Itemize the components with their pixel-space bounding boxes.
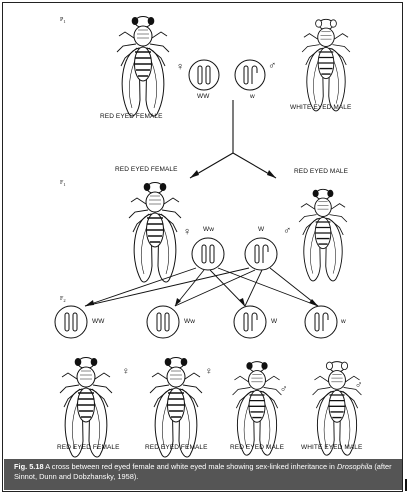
male-symbol: ♂ <box>355 380 363 391</box>
caption-species: Drosophila <box>336 462 373 471</box>
f2-label-3: RED EYED MALE <box>230 444 285 451</box>
f2-fly-4 <box>311 360 363 456</box>
p1-female-gamete-circle <box>188 59 220 91</box>
f2-genotype-2: Ww <box>184 318 196 325</box>
f2-zygote-3 <box>233 305 267 339</box>
f2-genotype-1: WW <box>92 318 105 325</box>
f1-male-genotype: W <box>258 226 265 233</box>
caption-text-2: (after Sinnot, Dunn and Dobzhansky, 1958… <box>14 462 392 481</box>
f2-genotype-4: w <box>341 318 346 325</box>
female-symbol: ♀ <box>176 61 185 73</box>
gen-label-f2: F2 <box>60 296 66 304</box>
f1-female-gamete-circle <box>191 237 225 271</box>
f1-female-fly <box>128 181 182 283</box>
gen-label-f1: F1 <box>60 180 66 188</box>
f2-fly-3 <box>231 360 283 456</box>
figure-caption: Fig. 5.18 A cross between red eyed femal… <box>4 459 402 490</box>
f2-zygote-1 <box>54 305 88 339</box>
male-symbol: ♂ <box>280 384 288 395</box>
f2-genotype-3: W <box>271 318 278 325</box>
p1-male-gamete-circle <box>234 59 266 91</box>
edge-mark <box>405 479 407 491</box>
p1-female-genotype: WW <box>197 93 210 100</box>
figure-frame <box>2 2 403 492</box>
female-symbol: ♀ <box>183 226 192 238</box>
f1-female-label: RED EYED FEMALE <box>115 166 178 173</box>
f2-cross-arrows <box>84 267 319 307</box>
female-symbol: ♀ <box>122 366 130 377</box>
f2-label-4: WHITE EYED MALE <box>301 444 363 451</box>
f2-zygote-4 <box>304 305 338 339</box>
p1-male-fly <box>301 18 351 112</box>
f1-male-gamete-circle <box>244 237 278 271</box>
f1-male-label: RED EYED MALE <box>294 168 349 175</box>
f2-label-1: RED EYED FEMALE <box>57 444 120 451</box>
f2-fly-2 <box>149 356 203 458</box>
f2-zygote-2 <box>146 305 180 339</box>
male-symbol: ♂ <box>268 60 277 72</box>
p1-female-fly <box>116 15 170 117</box>
f2-label-2: RED EYED FEMALE <box>145 444 208 451</box>
p1-male-label: WHITE EYED MALE <box>290 104 352 111</box>
p1-male-genotype: w <box>250 93 255 100</box>
f1-male-fly <box>298 188 348 282</box>
figure-number: Fig. 5.18 <box>14 462 44 471</box>
gen-label-p1: P1 <box>60 17 66 25</box>
f2-fly-1 <box>59 356 113 458</box>
caption-text-1: A cross between red eyed female and whit… <box>45 462 335 471</box>
p1-female-label: RED EYED FEMALE <box>100 113 163 120</box>
male-symbol: ♂ <box>283 225 292 237</box>
female-symbol: ♀ <box>205 366 213 377</box>
f1-female-genotype: Ww <box>203 226 215 233</box>
